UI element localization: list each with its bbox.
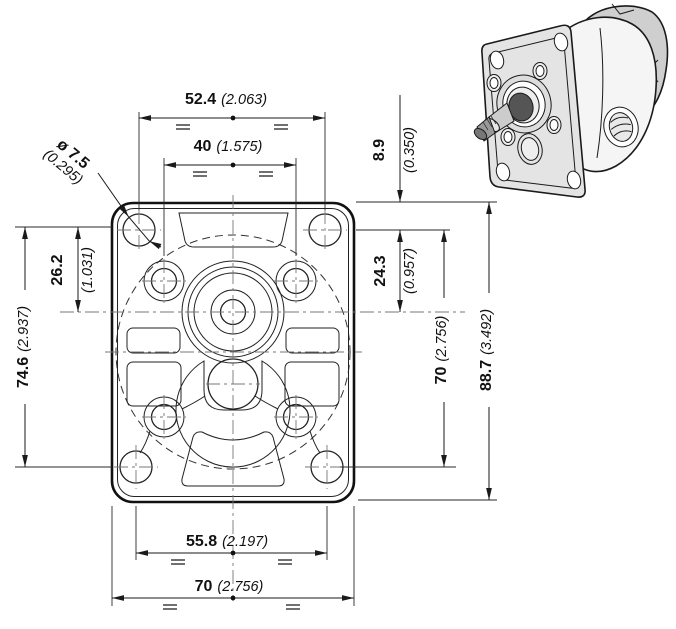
right-face-pocket-lower — [284, 361, 340, 407]
iso-mount-hole — [553, 32, 569, 52]
symmetry-mark — [171, 559, 292, 565]
svg-text:24.3: 24.3 — [372, 255, 389, 286]
svg-text:(0.957): (0.957) — [402, 248, 418, 294]
iso-mount-hole — [495, 162, 511, 182]
dim-top-hole-spacing: 52.4(2.063) — [139, 91, 325, 130]
symmetry-mark — [193, 171, 273, 177]
iso-lower-port — [517, 133, 543, 165]
right-face-pocket-upper — [285, 327, 340, 354]
iso-view-pump — [473, 3, 669, 198]
pump-side-port — [603, 106, 639, 148]
symmetry-mark — [176, 124, 288, 130]
svg-text:40(1.575): 40(1.575) — [194, 138, 263, 155]
dim-top-edge-offset: 8.9 (0.350) — [371, 95, 418, 202]
center-boss-outline — [175, 360, 291, 468]
dim-bottom-hole-spacing: 55.8(2.197) — [136, 533, 327, 565]
svg-text:26.2: 26.2 — [49, 254, 66, 285]
dim-left-hole-to-center: 26.2 (1.031) — [49, 227, 96, 312]
iso-lower-port-inner — [520, 137, 540, 161]
iso-mount-hole — [566, 170, 582, 190]
dim-right-hole-to-center: 24.3 (0.957) — [372, 230, 418, 312]
iso-port-screws — [486, 62, 562, 146]
svg-text:70(2.756): 70(2.756) — [433, 316, 450, 385]
bottom-face-pocket — [181, 431, 285, 487]
symmetry-mark — [163, 604, 300, 610]
dim-flange-width: 70(2.756) — [112, 578, 354, 610]
dim-vertical-center-span: 70(2.756) — [433, 230, 450, 467]
web-line — [254, 395, 279, 410]
dim-port-hole-spacing: 40(1.575) — [164, 138, 296, 177]
web-line — [181, 395, 206, 410]
dimensions: 52.4(2.063) 40(1.575) ø 7.5 (0.295) — [15, 91, 497, 610]
svg-text:52.4(2.063): 52.4(2.063) — [185, 91, 267, 108]
left-face-pocket-upper — [126, 327, 181, 354]
left-face-pocket-lower — [126, 361, 182, 407]
dim-vertical-hole-spacing: 74.6(2.937) — [15, 227, 32, 467]
iso-shaft-boss — [473, 74, 552, 142]
web-line — [309, 430, 321, 454]
centerlines — [60, 195, 465, 601]
svg-text:55.8(2.197): 55.8(2.197) — [186, 533, 268, 550]
web-line — [139, 430, 151, 454]
dim-flange-height: 88.7(3.492) — [478, 202, 495, 500]
svg-text:74.6(2.937): 74.6(2.937) — [15, 306, 32, 388]
svg-text:(0.350): (0.350) — [402, 127, 418, 173]
iso-mount-hole — [489, 50, 505, 70]
shaft-spline-hatch — [482, 115, 497, 131]
top-face-pocket — [178, 212, 289, 248]
svg-text:(1.031): (1.031) — [80, 247, 96, 293]
svg-text:88.7(3.492): 88.7(3.492) — [478, 309, 495, 391]
svg-text:70(2.756): 70(2.756) — [195, 578, 264, 595]
svg-text:8.9: 8.9 — [371, 139, 388, 161]
